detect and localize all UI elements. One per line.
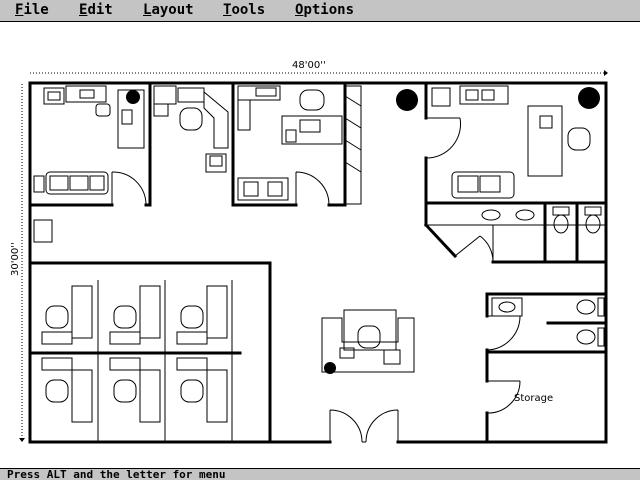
plant-icon	[396, 89, 418, 111]
plant-icon	[324, 362, 336, 374]
menu-edit[interactable]: Edit	[79, 2, 113, 18]
office-1-furniture	[33, 85, 145, 195]
menu-layout[interactable]: Layout	[143, 2, 194, 18]
cubicle-workstations	[41, 285, 228, 423]
width-label: 48'00''	[292, 60, 326, 71]
storage-label: Storage	[514, 393, 553, 404]
plant-icon	[578, 87, 600, 109]
restroom-fixtures	[481, 206, 605, 347]
hall-shelving	[344, 85, 362, 205]
menu-options[interactable]: Options	[295, 2, 355, 18]
status-text: Press ALT and the letter for menu	[7, 468, 226, 481]
status-bar: Press ALT and the letter for menu	[0, 468, 640, 481]
menu-bar: File Edit Layout Tools Options	[0, 0, 640, 22]
floor-plan-canvas[interactable]: 48'00'' 30'00''	[0, 22, 640, 468]
menu-tools[interactable]: Tools	[223, 2, 266, 18]
reception-desk	[321, 309, 415, 373]
doors[interactable]	[111, 117, 521, 443]
thin-walls	[97, 224, 606, 442]
height-label: 30'00''	[10, 242, 21, 276]
plant-icon	[126, 90, 140, 104]
side-chair	[33, 219, 53, 243]
office-4-furniture	[431, 85, 591, 199]
office-3-furniture	[237, 85, 343, 201]
menu-file[interactable]: File	[15, 2, 49, 18]
office-2-furniture	[153, 85, 229, 173]
